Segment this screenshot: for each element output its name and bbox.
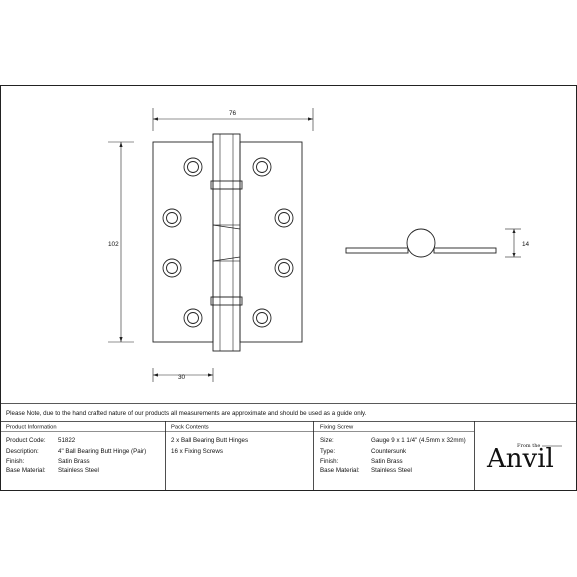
side-leaf-right xyxy=(433,247,497,254)
hinge-side-view xyxy=(345,228,497,258)
fixing-screw-heading: Fixing Screw xyxy=(320,425,354,431)
drawing-frame xyxy=(0,85,577,491)
fixing-screw-label: Type: xyxy=(320,448,335,455)
product-info-label: Description: xyxy=(6,448,39,455)
product-information-heading: Product Information xyxy=(6,425,57,431)
fixing-screw-value: Stainless Steel xyxy=(371,467,412,474)
product-info-value: 51822 xyxy=(58,437,76,444)
product-info-value: 4" Ball Bearing Butt Hinge (Pair) xyxy=(58,448,146,455)
anvil-logo: From the Anvil xyxy=(486,443,562,474)
product-info-label: Finish: xyxy=(6,458,25,465)
screw-holes xyxy=(162,157,294,328)
fixing-screw-label: Finish: xyxy=(320,458,339,465)
fixing-screw-value: Gauge 9 x 1 1/4" (4.5mm x 32mm) xyxy=(371,437,466,444)
knuckle-dimension xyxy=(505,228,521,258)
leaf-dimension-label: 30 xyxy=(178,374,186,381)
product-info-label: Product Code: xyxy=(6,437,46,444)
logo-wordmark: Anvil xyxy=(486,444,554,474)
product-info-label: Base Material: xyxy=(6,467,46,474)
product-info-value: Stainless Steel xyxy=(58,467,99,474)
pack-contents-item: 16 x Fixing Screws xyxy=(171,448,223,455)
logo-tagline: From the xyxy=(517,443,540,449)
fixing-screw-value: Countersunk xyxy=(371,448,407,455)
hinge-knuckle-column xyxy=(212,133,241,352)
hinge-leaf-left xyxy=(152,141,214,343)
knuckle-dimension-label: 14 xyxy=(522,241,530,248)
side-knuckle xyxy=(406,228,436,258)
measurement-note: Please Note, due to the hand crafted nat… xyxy=(6,410,367,417)
fixing-screw-value: Satin Brass xyxy=(371,458,403,465)
bearing-band-top xyxy=(210,180,243,190)
leaf-dimension xyxy=(152,368,214,382)
side-leaf-left xyxy=(345,247,409,254)
hinge-leaf-right xyxy=(239,141,303,343)
bearing-band-bottom xyxy=(210,296,243,306)
pack-contents-heading: Pack Contents xyxy=(171,425,209,431)
pack-contents-item: 2 x Ball Bearing Butt Hinges xyxy=(171,437,248,444)
fixing-screw-label: Base Material: xyxy=(320,467,360,474)
fixing-screw-label: Size: xyxy=(320,437,334,444)
height-dimension xyxy=(108,141,134,343)
hinge-front-view xyxy=(152,133,303,352)
height-dimension-label: 102 xyxy=(108,241,119,248)
width-dimension xyxy=(152,108,314,131)
product-info-value: Satin Brass xyxy=(58,458,90,465)
width-dimension-label: 76 xyxy=(229,110,237,117)
